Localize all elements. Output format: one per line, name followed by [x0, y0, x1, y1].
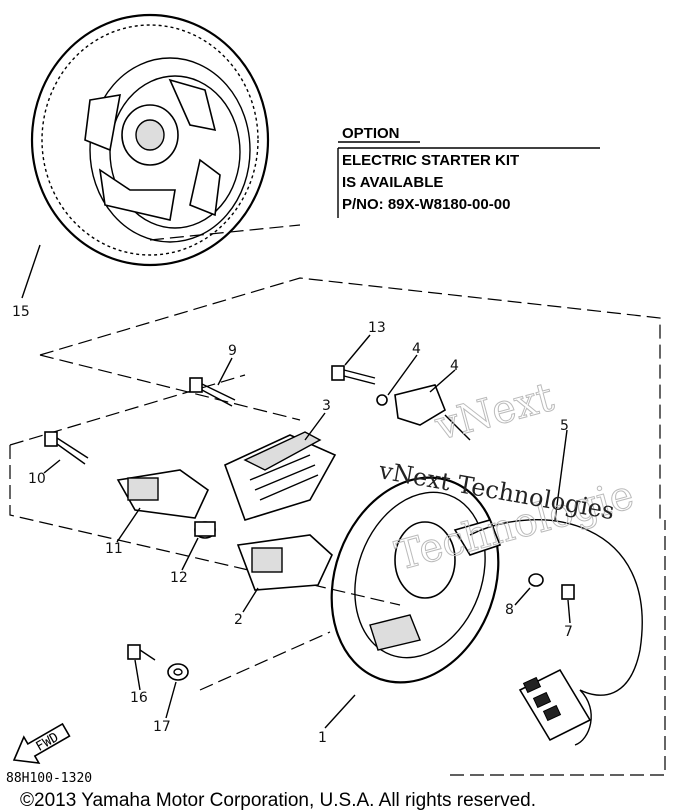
bolt-10-part [44, 431, 89, 465]
charge-coil-part [223, 431, 337, 521]
washer-17-part [167, 663, 189, 681]
leader-lines [21, 244, 571, 729]
pulser-coil-11-part [116, 469, 210, 519]
option-line-3: P/NO: 89X-W8180-00-00 [342, 196, 510, 213]
callout-4a: 4 [412, 341, 421, 357]
washer-8-part [528, 573, 544, 587]
callout-12: 12 [170, 570, 188, 586]
option-box: OPTION ELECTRIC STARTER KIT IS AVAILABLE… [337, 125, 600, 218]
fwd-arrow-icon: FWD [12, 722, 71, 764]
callout-15: 15 [12, 304, 30, 320]
callout-11: 11 [105, 541, 123, 557]
screw-16-part [127, 644, 156, 661]
callout-8: 8 [505, 602, 514, 618]
callout-10: 10 [28, 471, 46, 487]
option-line-2: IS AVAILABLE [342, 174, 443, 191]
callout-17: 17 [153, 719, 171, 735]
diagram-code: 88H100-1320 [6, 771, 92, 786]
callout-numbers: 15 13 9 4 4 3 5 10 11 12 2 8 7 16 17 1 [12, 304, 573, 746]
wire-connector-part [518, 668, 592, 746]
copyright-notice: ©2013 Yamaha Motor Corporation, U.S.A. A… [20, 790, 536, 811]
bracket-4-part [376, 384, 471, 441]
callout-3: 3 [322, 398, 331, 414]
bolt-13-part [331, 365, 376, 385]
screw-7-part [561, 584, 575, 600]
callout-4b: 4 [450, 358, 459, 374]
flywheel-part [30, 13, 270, 267]
callout-5: 5 [560, 418, 569, 434]
lighting-coil-2-part [236, 534, 333, 591]
watermark-ghost-top: vNext [430, 374, 559, 450]
callout-1: 1 [318, 730, 327, 746]
option-heading: OPTION [342, 125, 400, 142]
bolt-9-part [189, 377, 236, 407]
option-line-1: ELECTRIC STARTER KIT [342, 152, 519, 169]
collar-12-part [194, 521, 216, 539]
callout-2: 2 [234, 612, 243, 628]
callout-16: 16 [130, 690, 148, 706]
callout-7: 7 [564, 624, 573, 640]
stator-base-part [330, 476, 643, 696]
callout-9: 9 [228, 343, 237, 359]
callout-13: 13 [368, 320, 386, 336]
